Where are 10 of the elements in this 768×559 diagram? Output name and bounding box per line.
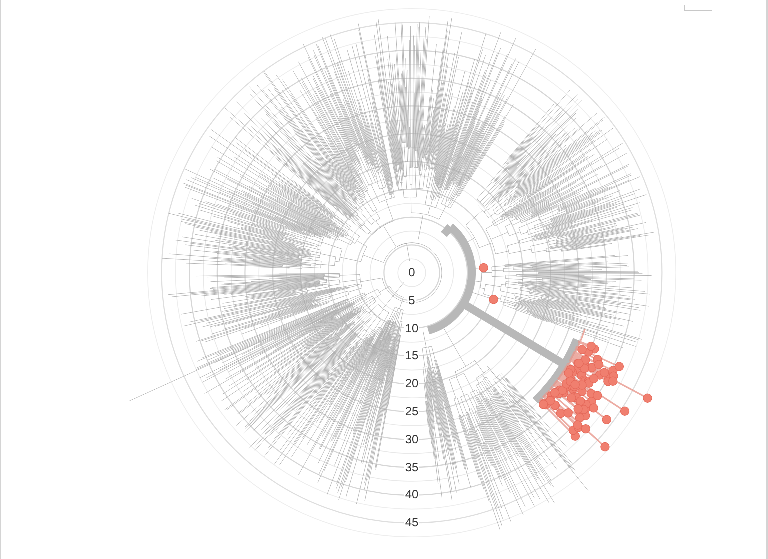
radius-tick-label: 40 (404, 488, 420, 502)
radius-tick-label: 15 (404, 350, 420, 363)
radius-tick-label: 5 (408, 294, 416, 308)
radius-tick-label: 45 (404, 516, 420, 530)
radius-tick-label: 10 (404, 322, 420, 336)
radius-tick-label: 0 (408, 266, 416, 280)
radius-tick-label: 25 (404, 406, 420, 418)
radius-tick-label: 35 (404, 461, 420, 474)
radius-tick-label: 20 (404, 378, 420, 391)
radius-tick-label: 30 (404, 433, 420, 446)
